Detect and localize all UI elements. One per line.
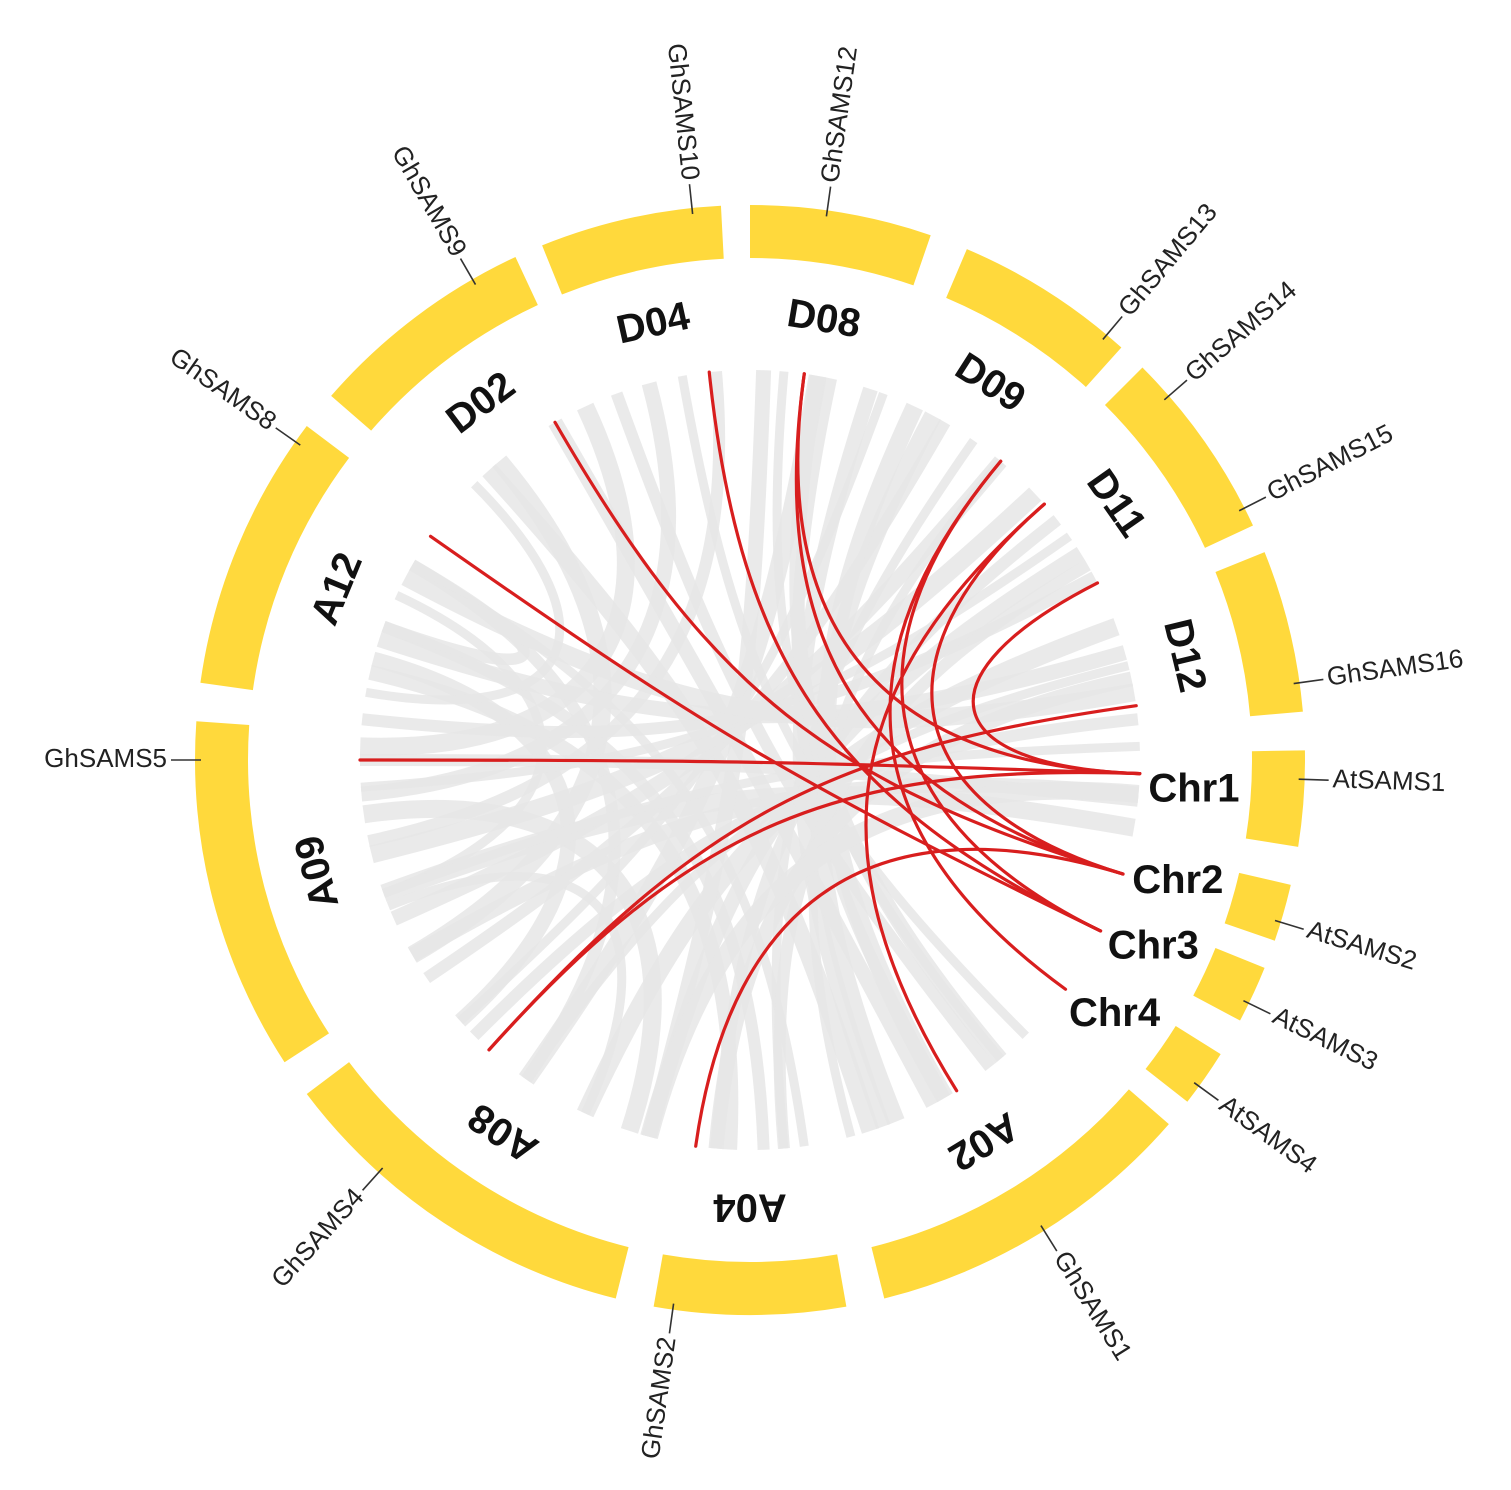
gene-label-ghsams1: GhSAMS1: [1048, 1245, 1139, 1365]
synteny-link: [888, 459, 1068, 991]
gene-label-ghsams2: GhSAMS2: [635, 1335, 682, 1461]
gene-tick: [668, 1303, 675, 1334]
chromosome-label-a12: A12: [302, 546, 371, 631]
background-link: [640, 781, 1140, 1140]
gene-label-atsams1: AtSAMS1: [1332, 763, 1446, 797]
gene-label-atsams2: AtSAMS2: [1304, 914, 1421, 976]
chromosome-block-a02: [871, 1089, 1169, 1299]
gene-tick: [1163, 379, 1188, 401]
chromosome-label-chr1: Chr1: [1148, 767, 1239, 811]
gene-label-ghsams8: GhSAMS8: [164, 341, 282, 436]
chromosome-label-d08: D08: [784, 291, 864, 347]
synteny-link: [707, 370, 1103, 933]
chromosome-label-d12: D12: [1155, 615, 1215, 697]
gene-tick: [459, 258, 477, 285]
chromosome-label-d11: D11: [1078, 462, 1155, 546]
gene-label-ghsams12: GhSAMS12: [814, 44, 863, 184]
gene-label-ghsams9: GhSAMS9: [386, 140, 473, 261]
chromosome-block-a08: [306, 1062, 629, 1299]
gene-tick: [825, 186, 832, 217]
chromosome-label-a08: A08: [460, 1095, 545, 1172]
gene-tick: [688, 184, 694, 215]
chromosome-block-chr3: [1193, 948, 1265, 1021]
gene-tick: [275, 427, 301, 446]
gene-label-ghsams10: GhSAMS10: [662, 42, 706, 182]
gene-tick: [1102, 315, 1123, 340]
gene-tick: [1040, 1225, 1058, 1252]
chromosome-block-d11: [1104, 367, 1254, 548]
gene-label-ghsams15: GhSAMS15: [1262, 418, 1398, 507]
gene-tick: [1193, 1082, 1219, 1101]
background-collinearity-links: [359, 369, 1140, 1150]
chromosome-block-a12: [200, 425, 350, 691]
synteny-link: [428, 534, 1103, 933]
chromosome-block-d09: [946, 249, 1122, 387]
chromosome-label-d09: D09: [948, 344, 1034, 421]
gene-label-ghsams4: GhSAMS4: [265, 1182, 369, 1293]
synteny-link: [553, 420, 1125, 876]
gene-label-atsams4: AtSAMS4: [1214, 1089, 1323, 1180]
chromosome-block-chr1: [1245, 750, 1306, 847]
chromosome-block-d08: [750, 205, 931, 286]
gene-label-ghsams13: GhSAMS13: [1112, 197, 1223, 321]
gene-tick: [1298, 778, 1329, 782]
gene-label-atsams3: AtSAMS3: [1268, 1000, 1382, 1076]
chromosome-block-chr4: [1145, 1026, 1221, 1102]
chromosome-label-a04: A04: [713, 1185, 787, 1229]
synteny-link: [796, 372, 1142, 776]
chromosome-block-d04: [542, 205, 724, 295]
gene-label-ghsams14: GhSAMS14: [1179, 275, 1302, 388]
gene-label-ghsams16: GhSAMS16: [1325, 643, 1465, 692]
synteny-link: [864, 502, 1046, 1093]
chromosome-block-d02: [331, 256, 538, 431]
gene-tick: [1238, 496, 1267, 512]
background-link: [708, 671, 1134, 1150]
chromosome-label-chr3: Chr3: [1108, 924, 1199, 968]
synteny-link: [794, 372, 1125, 876]
gene-tick: [1274, 919, 1304, 931]
samsynteny-links: [358, 370, 1142, 1148]
background-link: [381, 741, 1140, 898]
synteny-link: [694, 847, 1125, 1148]
gene-tick: [1243, 999, 1271, 1015]
chromosome-block-chr2: [1224, 872, 1291, 941]
gene-tick: [1293, 678, 1324, 685]
chromosome-blocks: [194, 205, 1306, 1316]
chromosome-block-a04: [653, 1254, 847, 1316]
chromosome-block-a09: [194, 721, 329, 1063]
synteny-link: [930, 502, 1125, 876]
background-link: [641, 369, 772, 1139]
chromosome-label-chr2: Chr2: [1132, 858, 1223, 902]
chromosome-label-d04: D04: [613, 294, 695, 353]
background-link: [677, 375, 1029, 1039]
gene-tick: [361, 1167, 384, 1191]
synteny-link: [358, 758, 1142, 776]
synteny-link: [487, 770, 1142, 1052]
chromosome-label-a02: A02: [941, 1104, 1027, 1180]
background-link: [808, 458, 1005, 1138]
background-link: [789, 374, 1007, 1064]
chromosome-label-chr4: Chr4: [1069, 991, 1161, 1035]
chromosome-label-d02: D02: [438, 363, 523, 442]
chromosome-block-d12: [1215, 552, 1303, 717]
chromosome-label-a09: A09: [286, 831, 347, 913]
gene-label-ghsams5: GhSAMS5: [44, 743, 167, 773]
